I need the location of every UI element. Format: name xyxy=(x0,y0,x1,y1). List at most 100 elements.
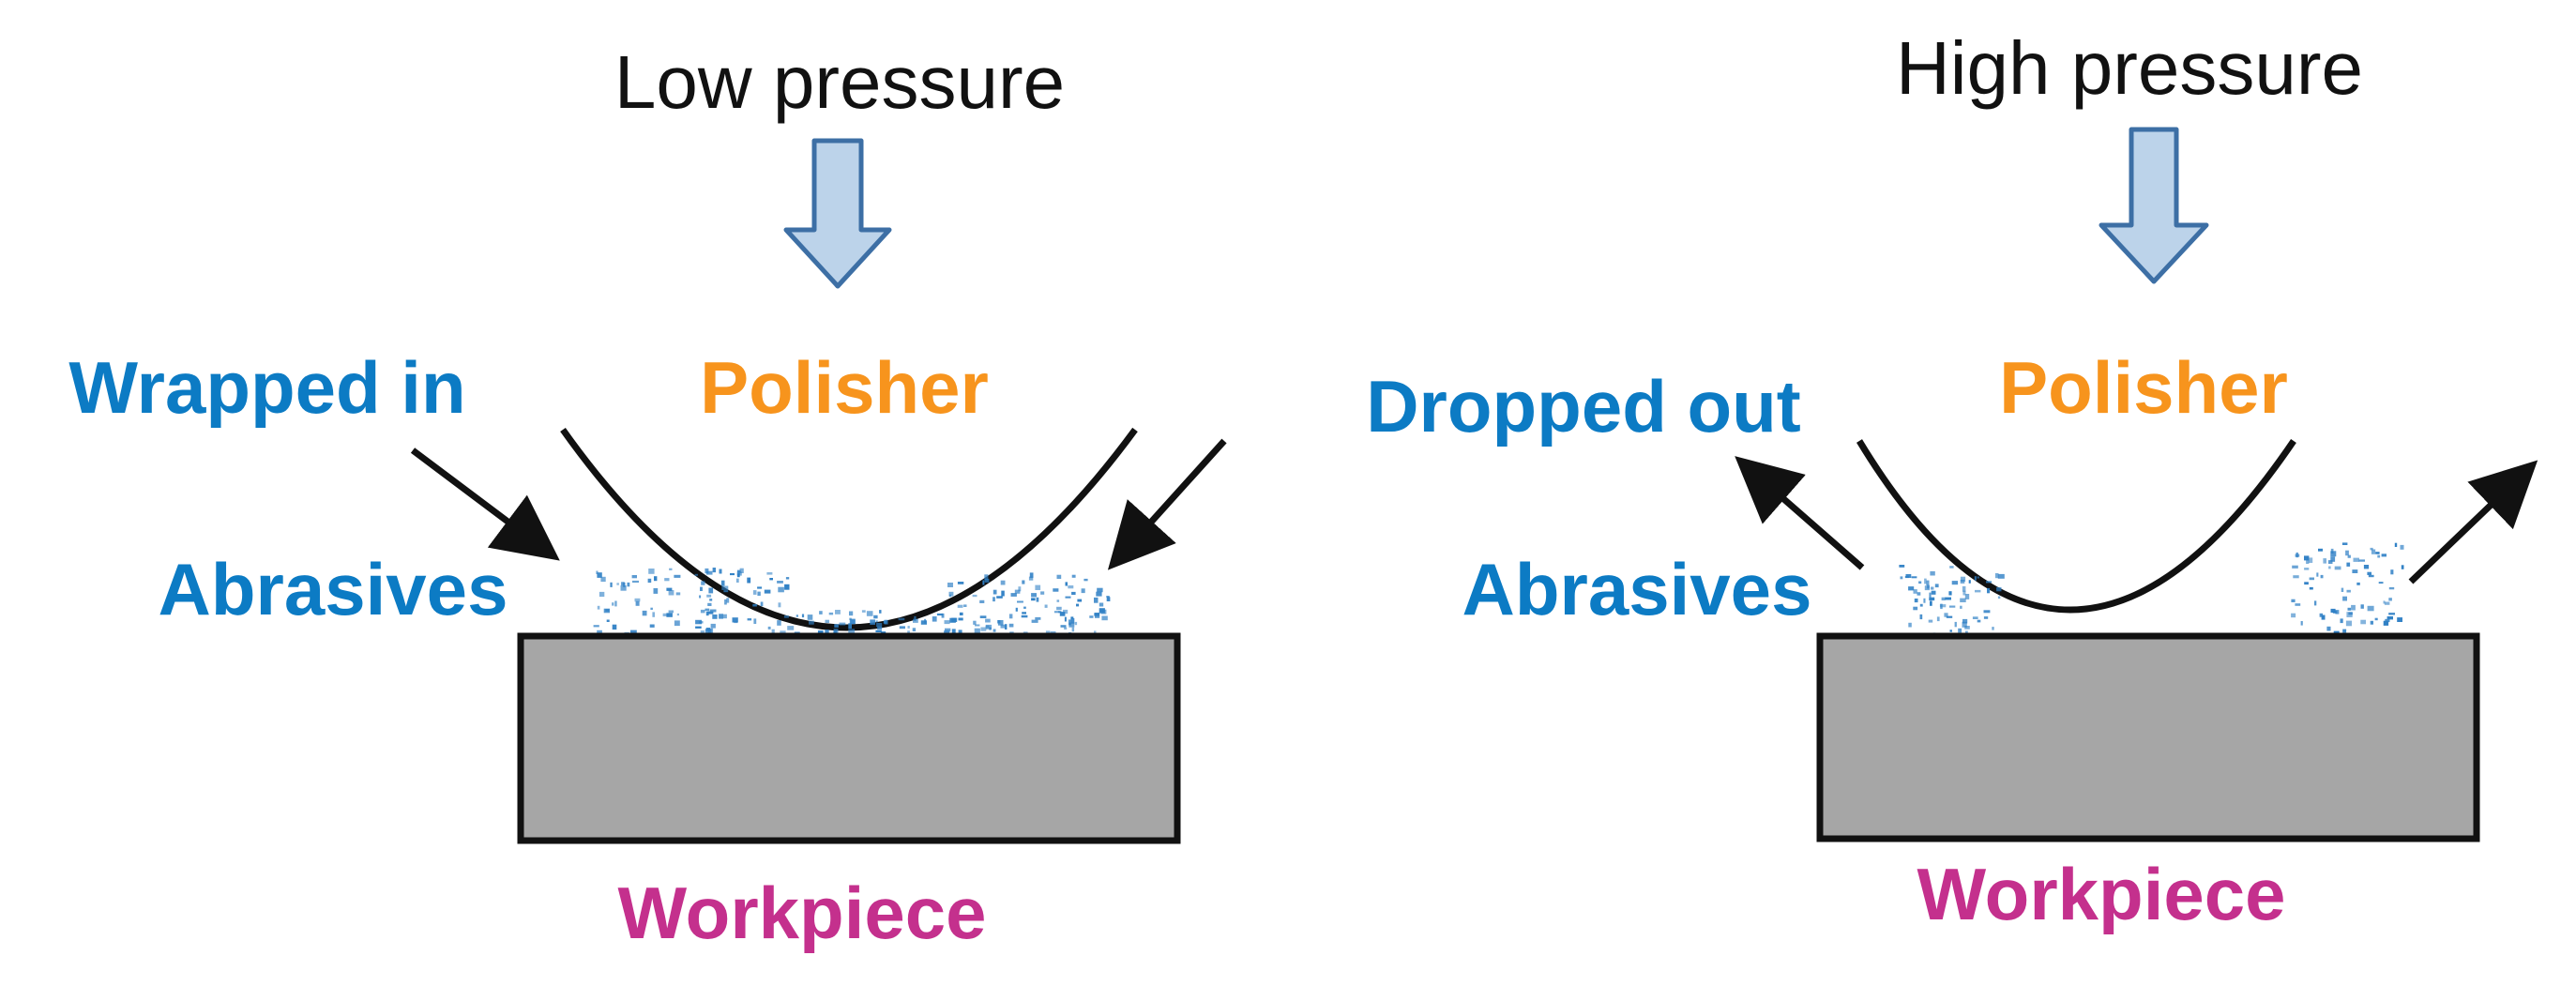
abrasive-particle xyxy=(787,626,795,630)
abrasive-particle xyxy=(1962,590,1966,596)
abrasive-particle xyxy=(649,624,655,628)
abrasive-particle xyxy=(1101,615,1108,621)
abrasive-particle xyxy=(993,589,997,595)
abrasive-particle xyxy=(1936,616,1940,622)
abrasive-particle xyxy=(710,623,716,629)
abrasive-particle xyxy=(676,613,679,616)
abrasive-particle xyxy=(848,629,856,634)
panel-high-pressure: High pressure Polisher Dropped out Abras… xyxy=(1366,26,2538,935)
abrasive-particle xyxy=(2352,569,2358,573)
abrasive-particle xyxy=(1930,600,1932,606)
abrasive-particle xyxy=(1960,605,1962,609)
abrasive-particle xyxy=(612,624,617,630)
abrasive-particle xyxy=(712,568,716,573)
abrasive-particle xyxy=(980,627,987,631)
abrasive-particle xyxy=(668,590,674,596)
abrasive-particle xyxy=(913,618,918,623)
abrasive-particle xyxy=(1036,597,1039,602)
abrasive-particle xyxy=(2326,626,2331,631)
abrasive-particle xyxy=(778,602,781,608)
abrasive-particle xyxy=(2370,620,2373,625)
abrasive-particle xyxy=(1029,572,1034,578)
abrasive-particle xyxy=(1068,622,1075,628)
abrasive-particle xyxy=(993,629,996,632)
abrasive-particle xyxy=(1960,576,1966,582)
abrasive-particle xyxy=(801,614,805,618)
abrasive-particle xyxy=(1919,614,1923,620)
abrasive-particle xyxy=(706,570,713,575)
abrasive-particle xyxy=(2384,621,2388,626)
abrasive-particle xyxy=(616,583,619,585)
abrasive-particle xyxy=(778,586,784,593)
abrasive-particle xyxy=(1106,596,1110,598)
abrasive-particle xyxy=(2397,617,2402,622)
abrasive-particle xyxy=(706,594,712,598)
abrasive-particle xyxy=(1008,623,1014,628)
abrasive-particle xyxy=(1908,586,1915,591)
abrasive-particle xyxy=(1031,598,1036,601)
abrasive-particle xyxy=(1070,616,1074,619)
abrasive-particle xyxy=(1021,614,1028,618)
abrasive-particle xyxy=(997,620,1001,624)
abrasive-particle xyxy=(1040,591,1045,595)
abrasive-particle xyxy=(662,613,670,616)
abrasive-particle xyxy=(1958,628,1962,633)
abrasive-particle xyxy=(1983,610,1991,614)
abrasive-particle xyxy=(664,578,670,582)
abrasive-particle xyxy=(1065,596,1071,599)
abrasive-particle xyxy=(979,615,987,618)
abrasive-particle xyxy=(1083,578,1088,582)
abrasive-particle xyxy=(2334,566,2341,570)
abrasive-particle xyxy=(833,629,839,633)
abrasive-particle xyxy=(1927,584,1930,589)
panel-title-low: Low pressure xyxy=(614,40,1065,124)
abrasive-particle xyxy=(1908,622,1912,628)
abrasive-particle xyxy=(2346,589,2351,593)
abrasive-particle xyxy=(2345,550,2349,556)
abrasive-particle xyxy=(1948,605,1956,608)
abrasive-particle xyxy=(1977,576,1979,579)
abrasive-particle xyxy=(2363,565,2370,569)
abrasive-particle xyxy=(1975,589,1981,593)
abrasive-particle xyxy=(785,577,790,580)
abrasive-particle xyxy=(876,623,883,628)
abrasive-particle xyxy=(2378,582,2384,584)
abrasive-particle xyxy=(593,625,599,628)
abrasive-particle xyxy=(2321,614,2326,620)
abrasive-particle xyxy=(1954,621,1957,628)
abrasive-particle xyxy=(630,630,637,634)
abrasive-particle xyxy=(2300,621,2303,626)
abrasive-particle xyxy=(757,586,763,589)
abrasive-particle xyxy=(597,572,602,578)
abrasive-particle xyxy=(709,599,713,601)
arrow-dropped-out-left xyxy=(1735,456,1865,570)
abrasive-particle xyxy=(907,626,910,629)
abrasive-particle xyxy=(907,630,910,633)
abrasive-particle xyxy=(1930,570,1935,576)
abrasive-particle xyxy=(979,599,985,603)
abrasive-particle xyxy=(2348,612,2353,615)
abrasive-particle xyxy=(1056,606,1062,611)
abrasive-particle xyxy=(2316,572,2319,577)
abrasive-particle xyxy=(735,578,739,583)
panel-title-high: High pressure xyxy=(1896,26,2363,110)
abrasive-particle xyxy=(1064,616,1067,622)
abrasive-particle xyxy=(1074,621,1078,626)
abrasive-particle xyxy=(1919,603,1923,607)
abrasive-particle xyxy=(712,614,718,619)
abrasive-particle xyxy=(1917,592,1921,596)
abrasive-particle xyxy=(2330,556,2336,562)
abrasive-particle xyxy=(1941,597,1946,600)
abrasive-particle xyxy=(705,568,709,574)
abrasive-particle xyxy=(634,598,641,602)
abrasive-particle xyxy=(2367,571,2371,575)
abrasive-particle xyxy=(1924,578,1927,584)
abrasive-particle xyxy=(623,582,626,587)
abrasive-particle xyxy=(1914,599,1918,603)
abrasive-particle xyxy=(1053,588,1059,592)
abrasive-particle xyxy=(2394,542,2398,547)
abrasive-particle xyxy=(784,584,790,590)
abrasive-particle xyxy=(849,618,856,625)
polisher-label-high: Polisher xyxy=(1999,346,2288,429)
abrasive-particle xyxy=(1944,613,1948,617)
